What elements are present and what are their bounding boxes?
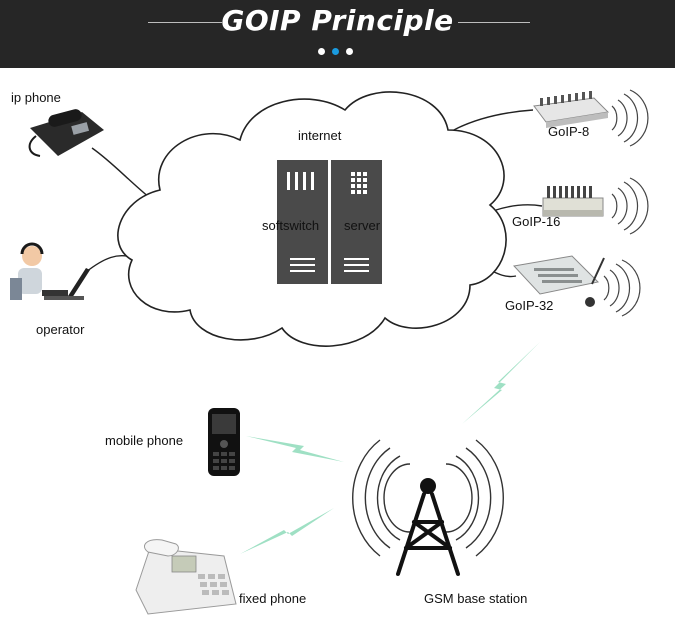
label-ip-phone: ip phone <box>11 90 61 105</box>
label-goip32: GoIP-32 <box>505 298 554 313</box>
carousel-dot-1[interactable] <box>318 48 325 55</box>
mobile-phone-icon <box>208 408 240 476</box>
page-title: GOIP Principle <box>221 4 454 37</box>
goip8-signal-waves <box>611 89 649 147</box>
label-internet: internet <box>298 128 342 143</box>
signal-bolt-goip32-to-tower <box>462 342 540 424</box>
softswitch-rack <box>277 160 328 284</box>
label-softswitch: softswitch <box>262 218 320 233</box>
goip8-device-icon <box>533 91 610 128</box>
link-cloud-goip16 <box>495 204 543 211</box>
gsm-tower-icon <box>352 439 504 576</box>
ip-phone-icon <box>28 109 104 157</box>
header-banner: GOIP Principle <box>0 0 675 68</box>
fixed-phone-icon <box>135 539 237 615</box>
header-divider-left <box>148 22 222 23</box>
server-rack <box>331 160 382 284</box>
operator-icon <box>10 242 90 300</box>
label-operator: operator <box>36 322 85 337</box>
label-fixed-phone: fixed phone <box>239 591 307 606</box>
carousel-dot-2-active[interactable] <box>332 48 339 55</box>
signal-bolt-mobile-to-tower <box>246 436 344 462</box>
carousel-dot-3[interactable] <box>346 48 353 55</box>
label-mobile-phone: mobile phone <box>105 433 184 448</box>
goip32-signal-waves <box>603 259 641 317</box>
link-ipphone-cloud <box>91 147 151 199</box>
goip16-device-icon <box>542 186 604 217</box>
signal-bolt-fixed-to-tower <box>240 508 334 554</box>
label-server: server <box>344 218 381 233</box>
goip16-signal-waves <box>611 177 649 235</box>
label-gsm-base-station: GSM base station <box>424 591 528 606</box>
goip32-device-icon <box>513 255 605 307</box>
link-operator-cloud <box>85 254 135 273</box>
header-divider-right <box>458 22 530 23</box>
label-goip8: GoIP-8 <box>548 124 590 139</box>
carousel-dots <box>318 48 358 58</box>
label-goip16: GoIP-16 <box>512 214 561 229</box>
